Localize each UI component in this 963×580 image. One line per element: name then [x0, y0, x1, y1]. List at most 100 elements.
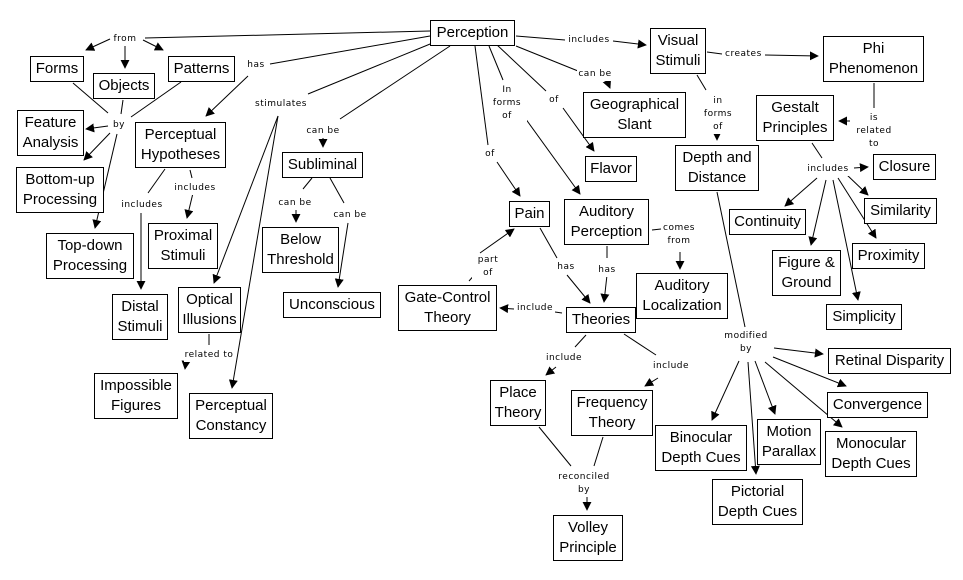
edge-pain-has [539, 227, 558, 259]
node-depth-and-distance[interactable]: Depth and Distance [675, 145, 759, 191]
edge-depth-modified [716, 191, 746, 328]
link-label-include-gate: include [515, 302, 555, 315]
node-forms[interactable]: Forms [30, 56, 84, 82]
node-bottom-up-processing[interactable]: Bottom-up Processing [16, 167, 104, 213]
edge-include-place [545, 366, 557, 376]
node-objects[interactable]: Objects [93, 73, 155, 99]
edge-modified-motion [754, 360, 777, 415]
link-label-related-to: related to [184, 349, 234, 362]
node-top-down-processing[interactable]: Top-down Processing [46, 233, 134, 279]
link-label-can-be-geo: can be [577, 68, 613, 81]
edge-include-freq [644, 377, 659, 387]
edge-theories-include-freq [623, 333, 657, 356]
link-label-from: from [111, 33, 139, 46]
edge-modified-pictorial [747, 361, 760, 475]
edge-modified-binocular [711, 360, 740, 421]
edge-gestalt-includes [811, 142, 823, 159]
node-impossible-figures[interactable]: Impossible Figures [94, 373, 178, 419]
node-phi-phenomenon[interactable]: Phi Phenomenon [823, 36, 924, 82]
node-volley-principle[interactable]: Volley Principle [553, 515, 623, 561]
node-closure[interactable]: Closure [873, 154, 936, 180]
link-label-modified-by: modified by [723, 330, 769, 356]
node-visual-stimuli[interactable]: Visual Stimuli [650, 28, 706, 74]
node-perception[interactable]: Perception [430, 20, 515, 46]
edge-objects-by [120, 99, 124, 115]
edge-theories-include [554, 311, 563, 314]
node-auditory-localization[interactable]: Auditory Localization [636, 273, 728, 319]
edge-perception-canbe-geo [515, 45, 579, 72]
edge-informs-auditory [519, 110, 581, 195]
edge-includes-similarity [845, 173, 869, 196]
node-frequency-theory[interactable]: Frequency Theory [571, 390, 653, 436]
node-theories[interactable]: Theories [566, 307, 636, 333]
edge-by-bottomup [83, 132, 111, 161]
edge-place-reconciled [538, 426, 572, 467]
link-label-of-pain: of [483, 148, 497, 161]
node-gate-control-theory[interactable]: Gate-Control Theory [398, 285, 497, 331]
node-subliminal[interactable]: Subliminal [282, 152, 363, 178]
node-perceptual-hypotheses[interactable]: Perceptual Hypotheses [135, 122, 226, 168]
edge-includes-proximity [837, 177, 877, 239]
edge-aud-comes [651, 228, 662, 231]
edge-freq-reconciled [593, 436, 604, 467]
link-label-includes-visual: includes [566, 34, 612, 47]
node-convergence[interactable]: Convergence [827, 392, 928, 418]
node-motion-parallax[interactable]: Motion Parallax [757, 419, 821, 465]
node-pain[interactable]: Pain [509, 201, 550, 227]
link-label-creates: creates [725, 48, 762, 61]
link-label-has-pain: has [556, 261, 576, 274]
edge-includes-figure [808, 179, 827, 246]
edge-stimulates-optical [212, 115, 279, 284]
edge-patterns-by [130, 81, 182, 118]
edge-includes-proximal [184, 192, 194, 219]
node-figure-ground[interactable]: Figure & Ground [772, 250, 841, 296]
link-label-part-of: part of [472, 254, 504, 280]
node-patterns[interactable]: Patterns [168, 56, 235, 82]
node-feature-analysis[interactable]: Feature Analysis [17, 110, 84, 156]
node-optical-illusions[interactable]: Optical Illusions [178, 287, 241, 333]
node-distal-stimuli[interactable]: Distal Stimuli [112, 294, 168, 340]
edge-perception-has [269, 35, 431, 65]
node-simplicity[interactable]: Simplicity [826, 304, 902, 330]
node-retinal-disparity[interactable]: Retinal Disparity [828, 348, 951, 374]
node-flavor[interactable]: Flavor [585, 156, 637, 182]
edge-ph-includes-l [147, 168, 166, 194]
node-perceptual-constancy[interactable]: Perceptual Constancy [189, 393, 273, 439]
node-proximal-stimuli[interactable]: Proximal Stimuli [148, 223, 218, 269]
node-proximity[interactable]: Proximity [852, 243, 925, 269]
node-place-theory[interactable]: Place Theory [490, 380, 546, 426]
link-label-comes-from: comes from [662, 222, 696, 248]
link-label-includes-distal: includes [119, 199, 165, 212]
edge-of-flavor [562, 107, 595, 152]
node-gestalt-principles[interactable]: Gestalt Principles [756, 95, 834, 141]
node-pictorial-depth-cues[interactable]: Pictorial Depth Cues [712, 479, 803, 525]
node-continuity[interactable]: Continuity [729, 209, 806, 235]
edge-related-impossible [181, 360, 191, 370]
node-geographical-slant[interactable]: Geographical Slant [583, 92, 686, 138]
edge-visual-informs [696, 74, 707, 91]
edge-sub-canbe-r [329, 177, 345, 204]
edge-has-theories [566, 274, 591, 304]
link-label-stimulates: stimulates [255, 98, 307, 111]
edge-stimulates-constancy [228, 115, 279, 389]
node-auditory-perception[interactable]: Auditory Perception [564, 199, 649, 245]
node-below-threshold[interactable]: Below Threshold [262, 227, 339, 273]
edge-visual-creates [706, 51, 723, 55]
edge-sub-canbe-l [302, 177, 313, 190]
node-binocular-depth-cues[interactable]: Binocular Depth Cues [655, 425, 747, 471]
link-label-has-auditory: has [597, 264, 617, 277]
edge-has-hypotheses [205, 75, 249, 117]
node-monocular-depth-cues[interactable]: Monocular Depth Cues [825, 431, 917, 477]
edge-perception-from [144, 30, 431, 39]
link-label-is-related-to: is related to [852, 112, 896, 151]
node-unconscious[interactable]: Unconscious [283, 292, 381, 318]
link-label-in-forms-of-auditory: In forms of [487, 84, 527, 123]
edge-by-feature [85, 123, 109, 133]
node-similarity[interactable]: Similarity [864, 198, 937, 224]
edge-partof-pain [479, 228, 515, 254]
edge-of-pain [496, 161, 521, 197]
edge-includes-visual [612, 39, 647, 49]
edge-forms-by [72, 82, 109, 114]
link-label-includes-proximal: includes [172, 182, 218, 195]
link-label-of-flavor: of [547, 94, 561, 107]
